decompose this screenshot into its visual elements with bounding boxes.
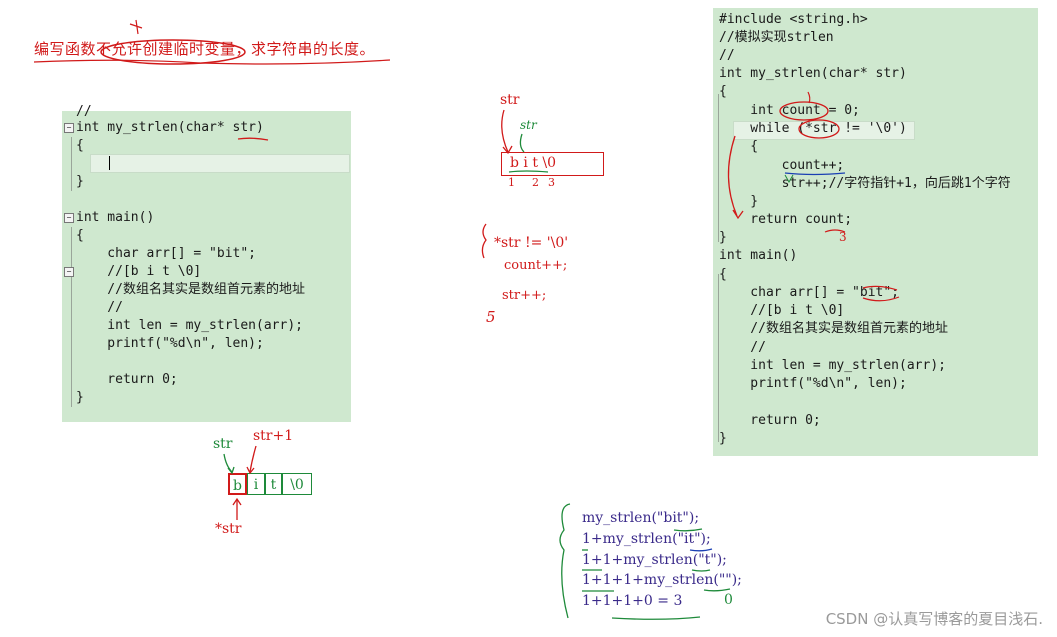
code-line: { — [76, 228, 84, 243]
code-line: //[b i t \0] — [76, 264, 202, 279]
array-contents: b i t \0 — [510, 155, 557, 171]
recursion-line: 1+1+1+my_strlen(""); — [582, 572, 742, 588]
index-label: 1 — [508, 176, 515, 189]
code-line: { — [719, 84, 727, 99]
code-line: int main() — [76, 210, 155, 225]
code-line: } — [719, 230, 727, 245]
code-line: int my_strlen(char* str) — [76, 120, 264, 135]
char-array-box: b i t \0 — [501, 152, 604, 176]
annotation-count-value: 3 — [839, 230, 847, 244]
recursion-line: my_strlen("bit"); — [582, 510, 700, 526]
recursion-marks — [559, 503, 731, 620]
fold-toggle[interactable]: − — [64, 267, 74, 277]
code-annotation-marks — [727, 91, 900, 302]
array-cell: \0 — [282, 473, 312, 495]
code-line: char arr[] = "bit"; — [76, 246, 257, 261]
code-line: // — [719, 340, 766, 355]
brace-mark — [481, 223, 487, 259]
char-array-box: b i t \0 — [228, 473, 312, 495]
code-line: while (*str != '\0') — [719, 121, 907, 136]
loop-notes: *str != '\0' count++; str++; 5 — [478, 222, 618, 332]
middle-array-diagram: str str b i t \0 1 2 3 — [490, 90, 610, 190]
pointer-arrows — [223, 445, 257, 520]
code-line: //模拟实现strlen — [719, 30, 834, 45]
code-line: // — [719, 48, 735, 63]
array-cell: t — [265, 473, 282, 495]
fold-toggle[interactable]: − — [64, 213, 74, 223]
code-line: //[b i t \0] — [719, 303, 845, 318]
code-line: count++; — [719, 158, 845, 173]
code-line: return 0; — [719, 413, 821, 428]
code-line: // — [76, 104, 92, 119]
code-line: int count = 0; — [719, 103, 860, 118]
watermark: CSDN @认真写博客的夏目浅石. — [825, 610, 1043, 628]
left-code-panel: − − − // int my_strlen(char* str) { } in… — [62, 104, 351, 422]
recursion-mark: 0 — [724, 592, 733, 608]
code-line: //数组名其实是数组首元素的地址 — [719, 321, 948, 336]
recursion-line: 1+1+my_strlen("t"); — [582, 552, 727, 568]
code-line: printf("%d\n", len); — [76, 336, 264, 351]
index-label: 2 — [532, 176, 539, 189]
code-line: } — [76, 174, 84, 189]
code-line: printf("%d\n", len); — [719, 376, 907, 391]
label-deref-str: *str — [215, 521, 242, 537]
current-line-highlight — [90, 154, 350, 173]
code-line: int len = my_strlen(arr); — [76, 318, 303, 333]
code-line: return 0; — [76, 372, 178, 387]
pointer-diagram: str str+1 b i t \0 *str — [212, 428, 322, 538]
note-line: str++; — [502, 288, 547, 303]
label-str-handwritten: str — [520, 118, 537, 132]
code-line: int main() — [719, 248, 798, 263]
recursion-line: 1+1+1+0 = 3 — [582, 593, 683, 609]
text-cursor — [109, 156, 110, 170]
code-line: } — [76, 390, 84, 405]
code-line: { — [719, 267, 727, 282]
code-line: int len = my_strlen(arr); — [719, 358, 946, 373]
array-cell: i — [247, 473, 265, 495]
code-line: { — [76, 138, 84, 153]
code-line: str++;//字符指针+1，向后跳1个字符 — [719, 176, 1011, 191]
label-str: str — [500, 92, 520, 108]
fold-toggle[interactable]: − — [64, 123, 74, 133]
str-underline-mark — [237, 137, 269, 141]
code-line: //数组名其实是数组首元素的地址 — [76, 282, 305, 297]
code-line: } — [719, 431, 727, 446]
pointer-arrows — [501, 109, 549, 173]
recursion-line: 1+my_strlen("it"); — [582, 531, 711, 547]
note-line: count++; — [504, 258, 568, 273]
code-line: { — [719, 139, 759, 154]
index-label: 3 — [548, 176, 555, 189]
label-str: str — [213, 436, 233, 452]
label-str-plus1: str+1 — [253, 428, 294, 444]
array-cell: b — [228, 473, 247, 495]
note-mark: 5 — [486, 308, 496, 326]
code-line: char arr[] = "bit"; — [719, 285, 900, 300]
code-line: int my_strlen(char* str) — [719, 66, 907, 81]
code-line: #include <string.h> — [719, 12, 868, 27]
code-line: // — [76, 300, 123, 315]
recursion-expansion: my_strlen("bit"); 1+my_strlen("it"); 1+1… — [552, 500, 772, 625]
code-line: } — [719, 194, 759, 209]
code-line: return count; — [719, 212, 853, 227]
right-code-panel: #include <string.h> //模拟实现strlen // int … — [713, 8, 1038, 456]
note-line: *str != '\0' — [494, 235, 569, 251]
current-line-highlight — [733, 121, 915, 140]
